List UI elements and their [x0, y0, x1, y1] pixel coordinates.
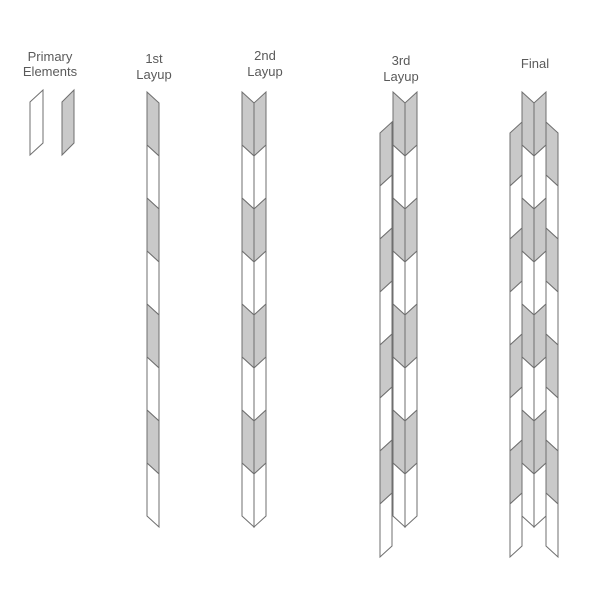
layup-3-right-strip-segment-8	[404, 461, 418, 529]
primary-element-gray	[61, 88, 75, 157]
layup-1-label-line-1: 1st	[145, 51, 163, 66]
layup-2-left-strip-segment-8	[241, 461, 255, 529]
final-inner-left-strip-segment-8	[521, 461, 535, 529]
layup-3-label-line-1: 3rd	[392, 53, 411, 68]
layup-2-label-line-2: Layup	[247, 64, 282, 79]
layup-2-label-line-1: 2nd	[254, 48, 276, 63]
shapes-layer	[29, 88, 559, 559]
final-inner-right-strip-segment-8	[533, 461, 547, 529]
labels-layer: Primary Elements 1st Layup 2nd Layup 3rd…	[23, 48, 549, 84]
primary-elements-label-line-1: Primary	[28, 49, 73, 64]
primary-elements-label-line-2: Elements	[23, 64, 78, 79]
final-label: Final	[521, 56, 549, 71]
layup-3-left-strip-segment-8	[392, 461, 406, 529]
primary-element-white	[29, 88, 44, 157]
layup-1-label-line-2: Layup	[136, 67, 171, 82]
layup-3-offset-strip-segment-8	[379, 491, 393, 559]
final-outer-left-strip-segment-8	[509, 491, 523, 559]
final-outer-right-strip-segment-8	[545, 491, 559, 559]
layup-3-label-line-2: Layup	[383, 69, 418, 84]
layup-1-strip-segment-8	[146, 461, 160, 529]
layup-2-right-strip-segment-8	[253, 461, 267, 529]
